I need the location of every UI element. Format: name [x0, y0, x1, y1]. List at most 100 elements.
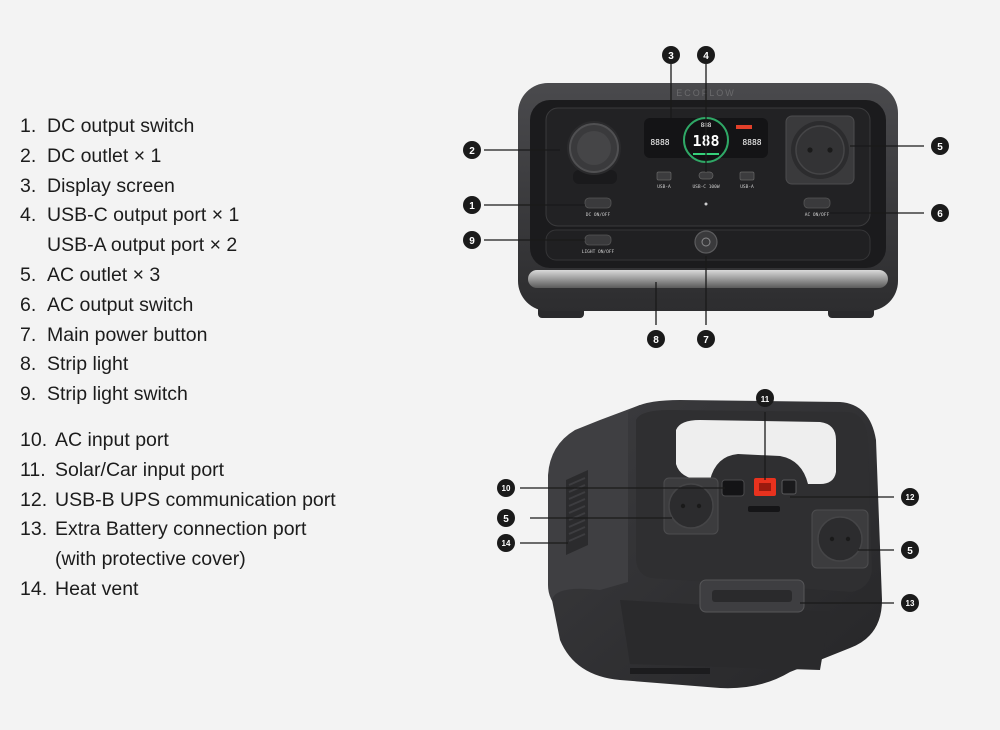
callout-badge-12: 12 — [901, 488, 919, 506]
callout-number: 12 — [906, 493, 915, 502]
legend-number: 14. — [20, 577, 48, 600]
legend-label: AC outlet × 3 — [47, 263, 161, 286]
legend-label: Strip light — [47, 353, 129, 376]
card-slot — [748, 506, 780, 512]
bottom-panel — [620, 600, 830, 670]
brand-logo: ECOFLOW — [676, 88, 736, 98]
legend-item-9: 9. Strip light switch — [20, 380, 336, 410]
callout-badge-6: 6 — [931, 204, 949, 222]
legend-item-13-continuation: (with protective cover) — [55, 548, 246, 571]
display-red-indicator — [736, 125, 752, 129]
legend-label: Heat vent — [55, 577, 139, 600]
callout-badges: 3 4 2 1 9 5 6 8 — [463, 46, 949, 612]
front-view: ECOFLOW DC ON/OFF 188 888 8888 8888 USB- — [518, 83, 898, 318]
legend-number: 7. — [20, 323, 37, 346]
back-side-wall — [548, 405, 640, 610]
dc-outlet — [567, 121, 621, 184]
extra-battery-port — [699, 579, 805, 613]
callout-badge-10: 10 — [497, 479, 515, 497]
callout-badge-3: 3 — [662, 46, 680, 64]
legend-item-2: 2.DC outlet × 1 — [20, 142, 336, 172]
legend-number: 11. — [20, 458, 46, 481]
callout-badge-4: 4 — [697, 46, 715, 64]
legend-item-3: 3. Display screen — [20, 172, 336, 202]
callout-badge-5-back-right: 5 — [901, 541, 919, 559]
legend-number: 1. — [20, 115, 37, 137]
indicator-dot — [704, 202, 708, 206]
ac-outlet-back-left — [663, 477, 719, 535]
legend-label: Main power button — [47, 323, 208, 346]
callout-number: 4 — [703, 51, 709, 62]
display-right-value: 8888 — [742, 138, 761, 147]
callout-number: 6 — [937, 209, 943, 220]
leader-lines — [484, 64, 924, 604]
legend-label: DC outlet × 1 — [47, 144, 162, 167]
legend-number: 9. — [20, 383, 37, 406]
ac-outlet-front — [785, 115, 855, 185]
handle-opening — [676, 420, 836, 484]
usb-c-label: USB-C 100W — [692, 184, 719, 190]
callout-badge-1: 1 — [463, 196, 481, 214]
callout-number: 11 — [761, 395, 770, 404]
legend-number: 12. — [20, 488, 48, 511]
solar-port-slot — [759, 483, 771, 491]
light-switch — [584, 234, 612, 246]
legend-list: 1. DC output switch 2.DC outlet × 1 3. Dis… — [20, 112, 336, 605]
legend-number: 4. — [20, 204, 37, 227]
callout-number: 8 — [653, 335, 659, 346]
callout-badge-5-back-left: 5 — [497, 509, 515, 527]
legend-item-1: 1. DC output switch — [20, 112, 336, 142]
callout-number: 5 — [503, 514, 509, 525]
ac-input-port — [721, 479, 745, 497]
usb-a-port-right — [739, 171, 755, 181]
callout-badge-13: 13 — [901, 594, 919, 612]
legend-number: 3. — [20, 174, 37, 197]
legend-label: Strip light switch — [47, 383, 188, 406]
legend-item-7: 7. Main power button — [20, 321, 336, 351]
legend-label: Display screen — [47, 174, 175, 197]
callout-number: 14 — [502, 539, 511, 548]
legend-item-14: 14. Heat vent — [20, 575, 336, 605]
callout-number: 13 — [906, 599, 915, 608]
callout-number: 1 — [469, 201, 475, 212]
legend-item-4: 4.USB-C output port × 1 — [20, 201, 336, 231]
legend-item-8: 8.Strip light — [20, 350, 336, 380]
callout-badge-5-front: 5 — [931, 137, 949, 155]
legend-number: 10. — [20, 428, 48, 451]
usb-c-port — [698, 171, 714, 180]
legend-item-6: 6.AC output switch — [20, 291, 336, 321]
power-icon — [701, 237, 711, 247]
dc-switch-label: DC ON/OFF — [586, 212, 611, 218]
legend-item-11: 11. Solar/Car input port — [20, 456, 336, 486]
legend-label: Extra Battery connection port — [55, 518, 307, 541]
usb-b-port — [781, 479, 797, 495]
legend-label: DC output switch — [47, 115, 195, 137]
legend-number: 5. — [20, 263, 37, 286]
legend-label: USB-B UPS communication port — [55, 488, 336, 511]
usb-a-right-label: USB-A — [740, 184, 754, 190]
ac-switch-label: AC ON/OFF — [805, 212, 830, 218]
ac-outlet-back-right — [811, 509, 869, 569]
legend-number: 13. — [20, 518, 48, 541]
legend-item-13: 13. Extra Battery connection port — [20, 515, 336, 545]
legend-label: AC output switch — [47, 293, 194, 316]
callout-number: 9 — [469, 236, 475, 247]
legend-item-12: 12. USB-B UPS communication port — [20, 486, 336, 516]
bottom-vent — [630, 668, 710, 674]
ac-switch — [803, 197, 831, 209]
back-view — [548, 400, 882, 689]
callout-number: 2 — [469, 146, 475, 157]
callout-badge-8: 8 — [647, 330, 665, 348]
main-power-button — [694, 230, 718, 254]
callout-badge-7: 7 — [697, 330, 715, 348]
callout-number: 10 — [502, 484, 511, 493]
light-switch-label: LIGHT ON/OFF — [582, 249, 615, 255]
callout-number: 3 — [668, 51, 674, 62]
callout-number: 5 — [937, 142, 943, 153]
legend-item-4-continuation: USB-A output port × 2 — [47, 234, 238, 257]
display-left-value: 8888 — [650, 138, 669, 147]
legend-label: Solar/Car input port — [55, 458, 225, 481]
usb-a-left-label: USB-A — [657, 184, 671, 190]
callout-number: 5 — [907, 546, 913, 557]
